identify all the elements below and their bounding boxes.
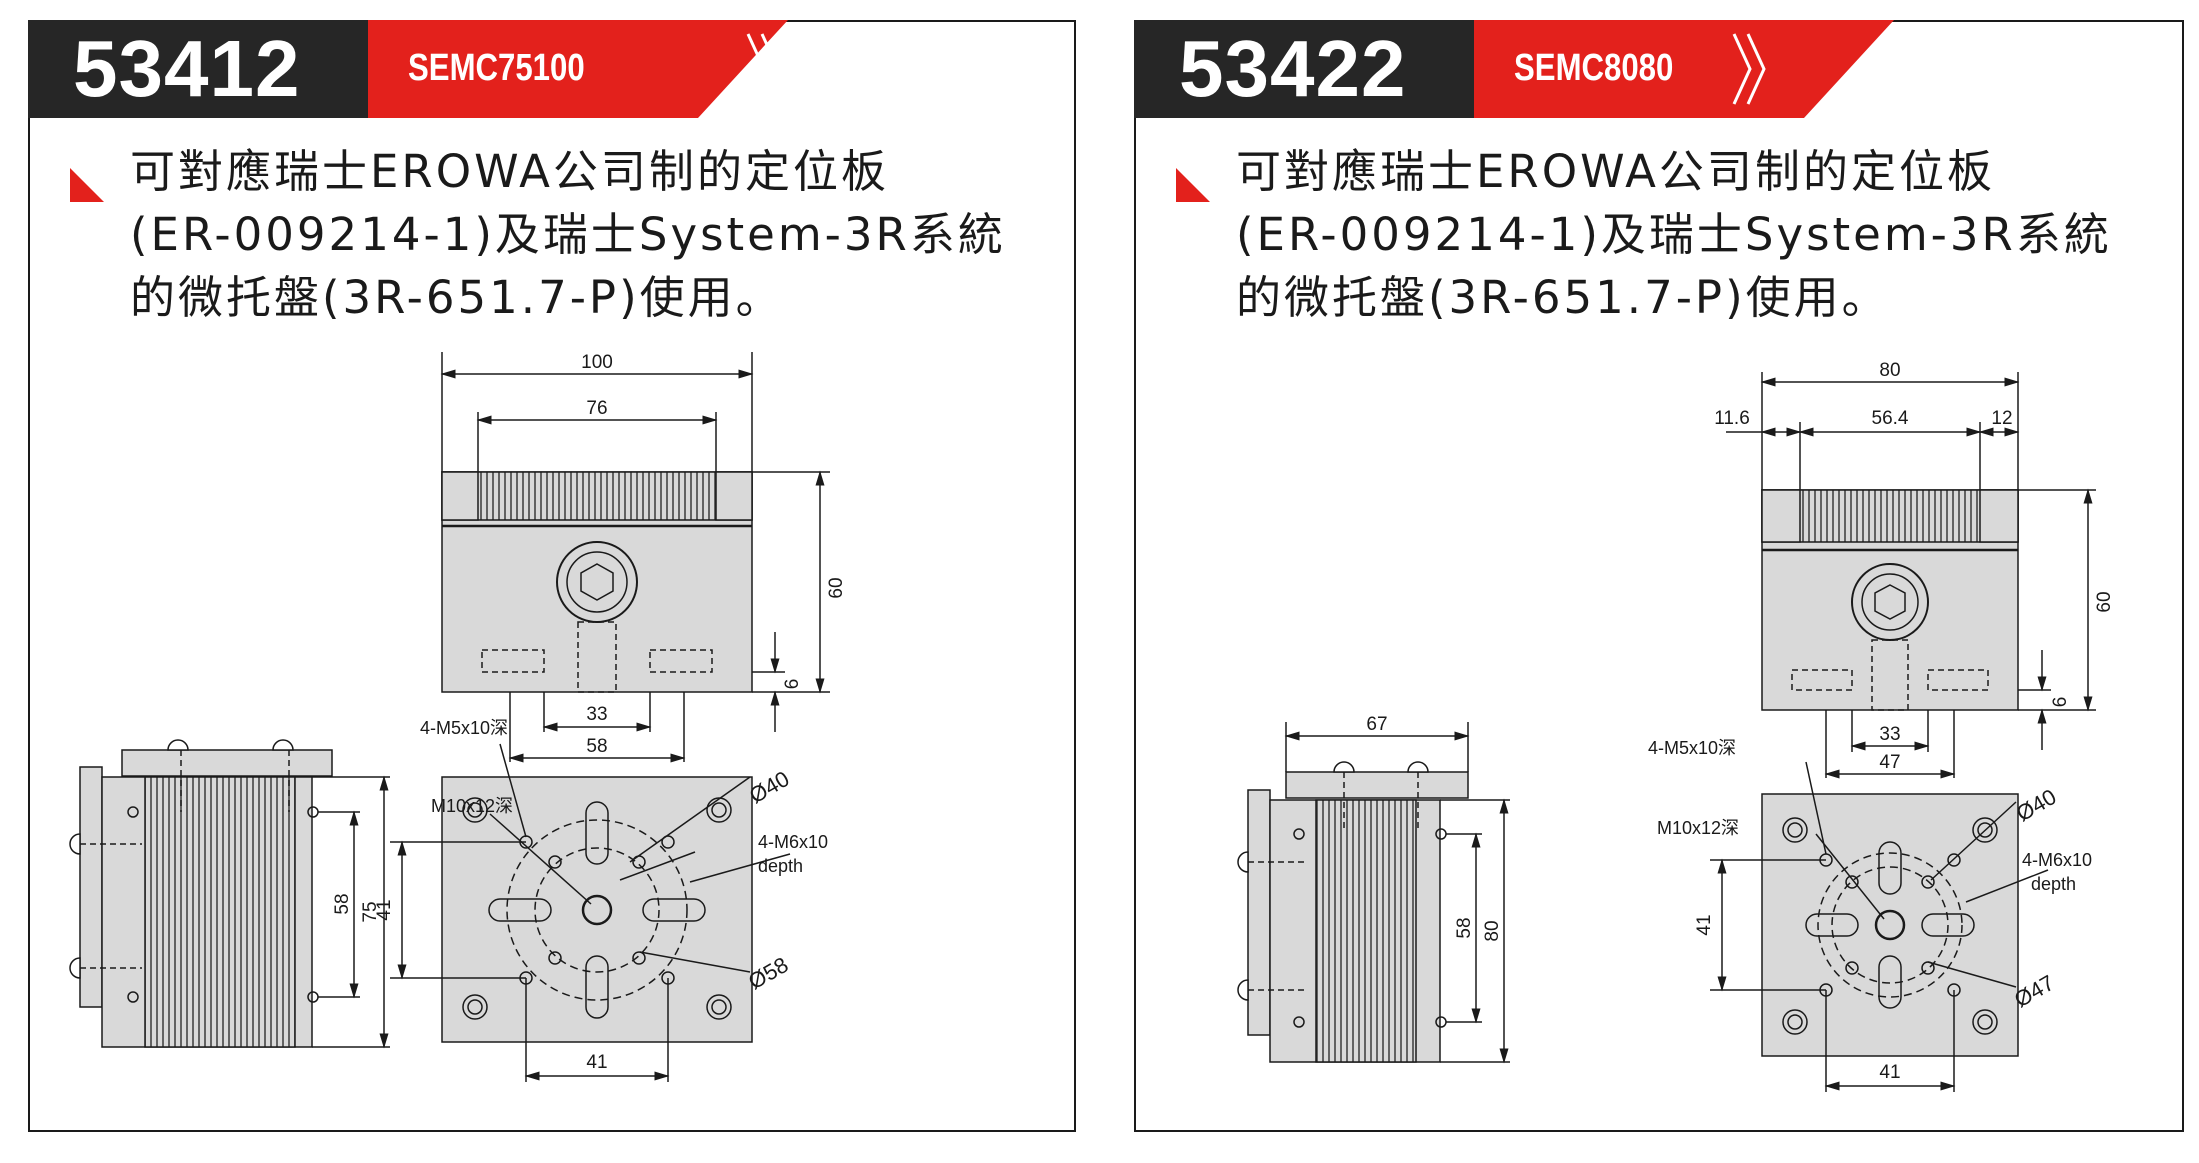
dim-top-step: 6 (2050, 697, 2071, 708)
label-thread-m5: 4-M5x10深 (1648, 738, 1736, 758)
front-view (441, 471, 753, 693)
description-line-3: 的微托盤(3R-651.7-P)使用。 (130, 271, 784, 324)
model-banner (1474, 20, 1894, 118)
bullet-triangle-icon (70, 168, 104, 202)
description-line-1: 可對應瑞士EROWA公司制的定位板 (1236, 145, 1995, 198)
dim-slot-inner: 33 (1879, 724, 1900, 745)
description-line-2: (ER-009214-1)及瑞士System-3R系統 (130, 208, 1006, 261)
label-thread-m10: M10x12深 (431, 796, 513, 816)
description-line-2: (ER-009214-1)及瑞士System-3R系統 (1236, 208, 2112, 261)
top-view (390, 743, 791, 1082)
dim-hole-spacing-h: 41 (1879, 1062, 1900, 1083)
dim-top-width: 80 (1879, 360, 1900, 381)
dim-left-offset: 11.6 (1714, 408, 1750, 429)
label-thread-m5: 4-M5x10深 (420, 718, 508, 738)
product-panel-53412: 53412 SEMC75100 可對應瑞士EROWA公司制的定位板 (ER-00… (28, 20, 1076, 1132)
product-code-badge: 53422 (1134, 20, 1474, 118)
model-number: SEMC8080 (1514, 47, 1674, 89)
technical-drawing: 100 76 60 6 33 58 4-M5x10深 M10x12深 Ø40 4… (69, 352, 847, 1082)
label-thread-m6: 4-M6x10 (2022, 850, 2092, 870)
label-thread-m6-note: depth (2031, 874, 2076, 894)
dim-slot-outer: 47 (1879, 752, 1900, 773)
dim-hole-spacing-v: 41 (1694, 914, 1715, 935)
front-dimensions (440, 352, 830, 763)
panel-header: 53412 SEMC75100 (28, 20, 1068, 118)
front-dimensions (1726, 372, 2096, 779)
dim-top-inner: 76 (586, 398, 607, 419)
dim-hole-spacing-v: 41 (374, 899, 395, 920)
label-thread-m6: 4-M6x10 (758, 832, 828, 852)
label-thread-m10: M10x12深 (1657, 818, 1739, 838)
description: 可對應瑞士EROWA公司制的定位板 (ER-009214-1)及瑞士System… (1176, 140, 2136, 329)
bullet-triangle-icon (1176, 168, 1210, 202)
dim-top-step: 6 (782, 679, 803, 690)
product-code: 53422 (1179, 24, 1407, 113)
product-code: 53412 (73, 24, 301, 113)
dim-top-inner: 56.4 (1872, 408, 1909, 429)
dim-right-offset: 12 (1991, 408, 2012, 429)
dim-side-58: 58 (1454, 917, 1475, 938)
technical-drawing: 80 11.6 56.4 12 60 6 33 47 67 4-M5x10深 M… (1237, 360, 2115, 1092)
panel-header: 53422 SEMC8080 (1134, 20, 2174, 118)
dim-side-height: 80 (1482, 920, 1503, 941)
dim-side-width: 67 (1366, 714, 1387, 735)
dim-side-58: 58 (332, 893, 353, 914)
dim-top-height: 60 (826, 577, 847, 598)
side-view (1237, 722, 1510, 1064)
dim-slot-inner: 33 (586, 704, 607, 725)
dim-slot-outer: 58 (586, 736, 607, 757)
dim-hole-spacing-h: 41 (586, 1052, 607, 1073)
label-thread-m6-note: depth (758, 856, 803, 876)
description-line-3: 的微托盤(3R-651.7-P)使用。 (1236, 271, 1890, 324)
product-panel-53422: 53422 SEMC8080 可對應瑞士EROWA公司制的定位板 (ER-009… (1134, 20, 2184, 1132)
dim-top-width: 100 (581, 352, 613, 373)
dim-side-height: 75 (360, 901, 381, 922)
description: 可對應瑞士EROWA公司制的定位板 (ER-009214-1)及瑞士System… (70, 140, 1030, 329)
product-code-badge: 53412 (28, 20, 368, 118)
top-view (1710, 761, 2049, 1092)
model-banner (368, 20, 788, 118)
label-dia-inner: Ø40 (2012, 784, 2061, 826)
front-view (1761, 489, 2019, 711)
model-number: SEMC75100 (408, 47, 585, 89)
side-view (69, 739, 390, 1049)
description-line-1: 可對應瑞士EROWA公司制的定位板 (130, 145, 889, 198)
dim-top-height: 60 (2094, 591, 2115, 612)
